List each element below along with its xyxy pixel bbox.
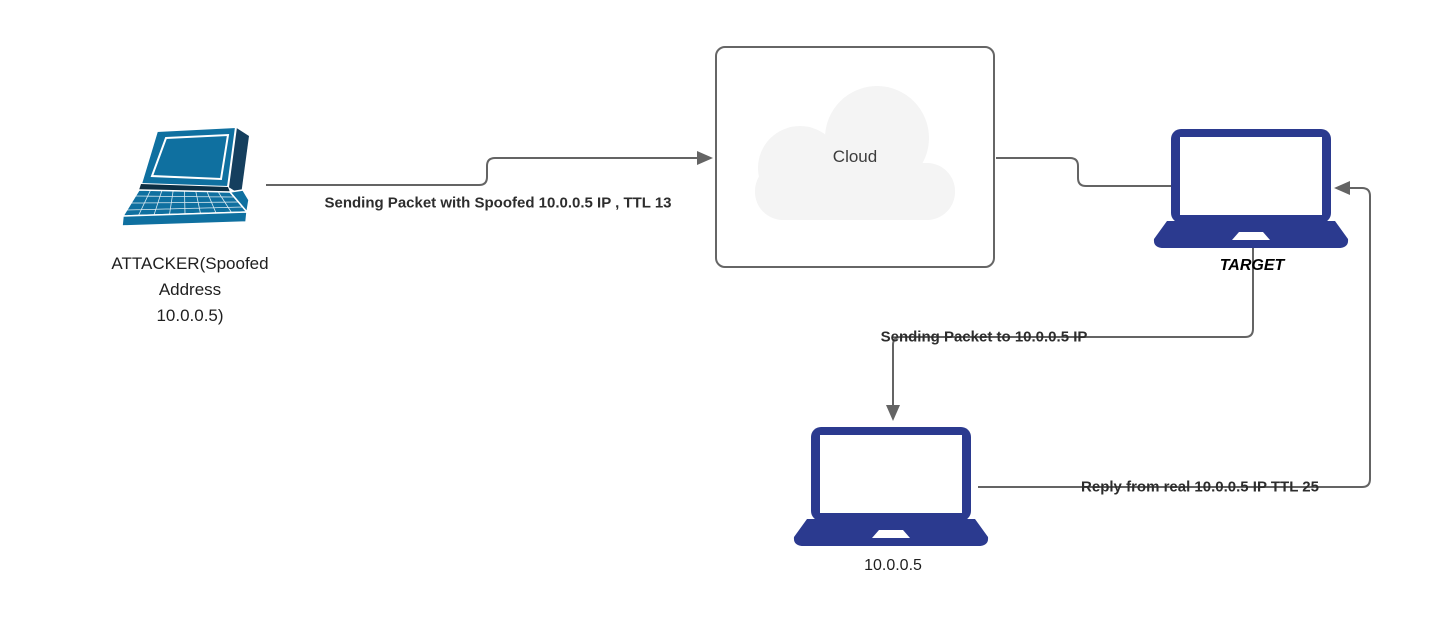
real-host-node [793, 427, 989, 547]
target-label: TARGET [1219, 257, 1285, 274]
edge-label-spoofed-packet: Sending Packet with Spoofed 10.0.0.5 IP … [324, 194, 672, 212]
attacker-label-line2: Address [158, 280, 222, 299]
edge-label-reply-packet: Reply from real 10.0.0.5 IP TTL 25 [1081, 478, 1319, 496]
laptop-front-icon [1153, 129, 1349, 248]
laptop-front-icon [793, 427, 989, 546]
arrowhead-into-real-host [886, 405, 900, 421]
attacker-label-line3: 10.0.0.5) [156, 306, 224, 325]
cloud-icon [755, 86, 955, 220]
edge-target-to-real-host [892, 243, 1254, 407]
attacker-node [113, 125, 265, 232]
laptop-perspective-icon [121, 125, 250, 227]
attacker-label-line1: ATTACKER(Spoofed [111, 254, 269, 273]
cloud-label: Cloud [832, 147, 878, 166]
real-host-label: 10.0.0.5 [864, 557, 922, 574]
cloud-box: Cloud [715, 46, 995, 268]
edge-label-sending-packet: Sending Packet to 10.0.0.5 IP [880, 328, 1088, 346]
arrowhead-into-target [1334, 181, 1350, 195]
attacker-label: ATTACKER(Spoofed Address 10.0.0.5) [111, 251, 268, 329]
arrowhead-into-cloud [697, 151, 713, 165]
edge-real-host-to-target [978, 187, 1371, 488]
target-node [1153, 129, 1349, 249]
edge-attacker-to-cloud [266, 157, 699, 186]
edge-cloud-to-target [996, 157, 1172, 187]
